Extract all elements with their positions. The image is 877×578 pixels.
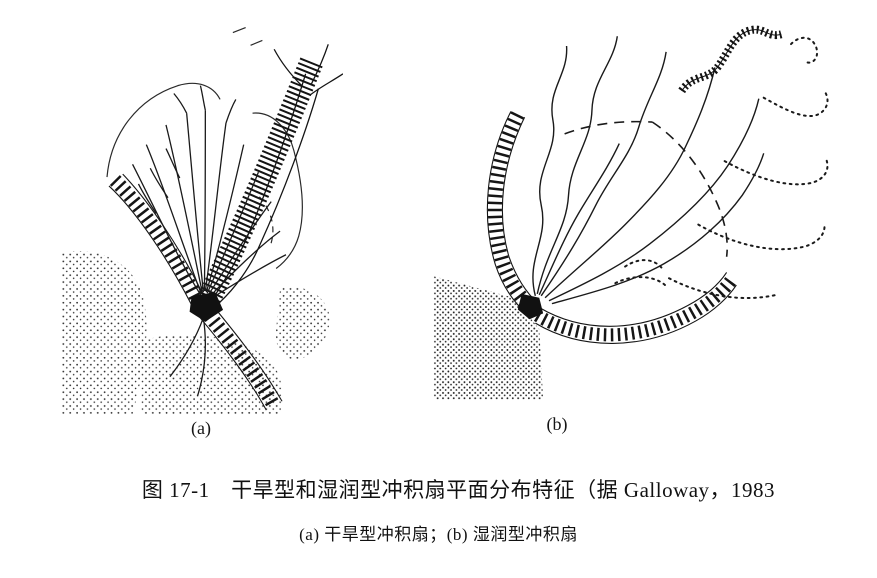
panel-a-label: (a) (191, 418, 211, 438)
arid-fan-diagram (61, 5, 343, 415)
panel-b-label: (b) (546, 414, 568, 434)
stipple-texture (433, 276, 544, 400)
braided-squiggle-channel (682, 30, 782, 91)
figure-subcaption: (a) 干旱型冲积扇；(b) 湿润型冲积扇 (299, 525, 578, 544)
dashed-boundary (565, 122, 728, 257)
distributary-channels (133, 86, 286, 397)
mountain-front-ridge (487, 111, 538, 315)
dotted-distal-boundary (615, 38, 827, 298)
figure-caption: 图 17-1 干旱型和湿润型冲积扇平面分布特征（据 Galloway，1983 (141, 478, 776, 502)
braided-channel (208, 44, 343, 302)
humid-fan-diagram (433, 5, 845, 400)
fan-apex (189, 292, 224, 322)
meandering-streams (533, 36, 764, 303)
stipple-texture (61, 251, 330, 415)
lower-ridge-band (535, 272, 736, 343)
fan-apex (517, 293, 544, 320)
